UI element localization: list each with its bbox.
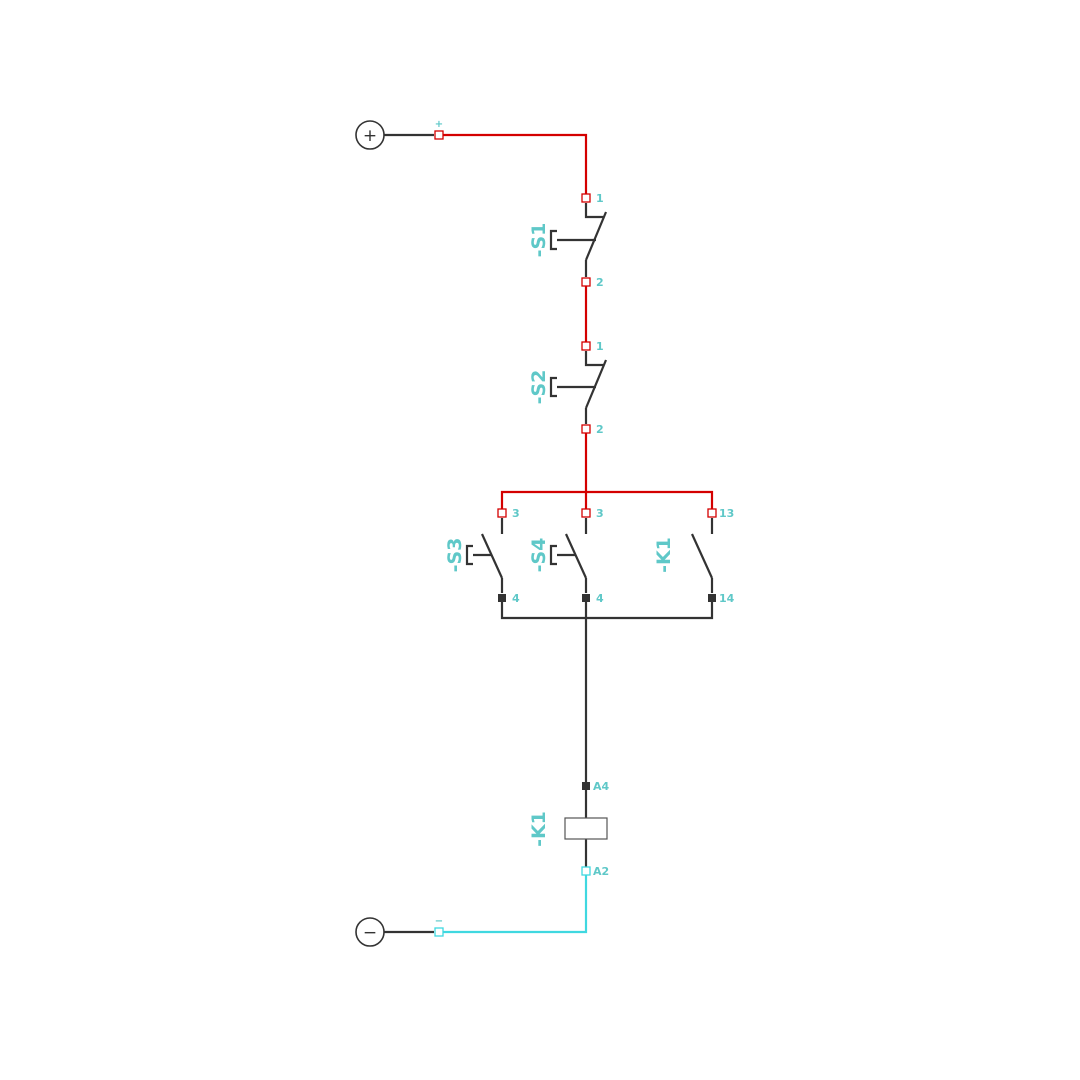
- switch-s4: [549, 518, 588, 593]
- label-device-s3: -S3: [444, 538, 466, 573]
- label-plus-terminal: +: [435, 119, 443, 130]
- terminal-s2-1: [581, 341, 591, 351]
- label-k1-terminal-13: 13: [719, 507, 734, 520]
- terminal-minus: [434, 927, 444, 937]
- terminal-s3-4: [498, 594, 506, 602]
- switch-s1: [549, 203, 608, 277]
- switch-s3: [465, 518, 504, 593]
- terminal-k1-a2: [581, 866, 591, 876]
- label-k1-terminal-a2: A2: [593, 865, 609, 878]
- contact-k1: [690, 518, 714, 593]
- terminal-s1-1: [581, 193, 591, 203]
- label-minus-terminal: −: [435, 916, 443, 927]
- supply-positive-symbol: +: [363, 126, 377, 146]
- terminal-k1-a4: [582, 782, 590, 790]
- wire-lower-bus: [500, 598, 714, 620]
- label-s1-terminal-1: 1: [596, 192, 604, 205]
- label-s2-terminal-1: 1: [596, 340, 604, 353]
- terminal-s3-3: [497, 508, 507, 518]
- terminal-plus: [434, 130, 444, 140]
- terminal-s4-4: [582, 594, 590, 602]
- label-s3-terminal-3: 3: [512, 507, 520, 520]
- label-device-s4: -S4: [528, 538, 550, 573]
- label-s1-terminal-2: 2: [596, 276, 604, 289]
- wire-negative-supply: [439, 871, 588, 934]
- wire-upper-bus: [500, 490, 714, 513]
- label-k1-terminal-14: 14: [719, 592, 735, 605]
- label-device-s1: -S1: [528, 223, 550, 258]
- supply-negative-symbol: −: [363, 923, 377, 943]
- terminal-k1-13: [707, 508, 717, 518]
- switch-s2: [549, 351, 608, 424]
- terminal-k1-14: [708, 594, 716, 602]
- wire-positive-supply: [439, 133, 588, 198]
- label-device-k1-contact: -K1: [653, 537, 675, 573]
- label-s2-terminal-2: 2: [596, 423, 604, 436]
- label-k1-terminal-a4: A4: [593, 780, 610, 793]
- coil-k1: [564, 817, 608, 840]
- label-s4-terminal-3: 3: [596, 507, 604, 520]
- terminal-s1-2: [581, 277, 591, 287]
- supply-positive-circle: [355, 120, 385, 150]
- label-s4-terminal-4: 4: [596, 592, 604, 605]
- label-s3-terminal-4: 4: [512, 592, 520, 605]
- label-device-k1-coil: -K1: [528, 811, 550, 847]
- terminal-s2-2: [581, 424, 591, 434]
- supply-negative-circle: [355, 917, 385, 947]
- terminal-s4-3: [581, 508, 591, 518]
- label-device-s2: -S2: [528, 370, 550, 405]
